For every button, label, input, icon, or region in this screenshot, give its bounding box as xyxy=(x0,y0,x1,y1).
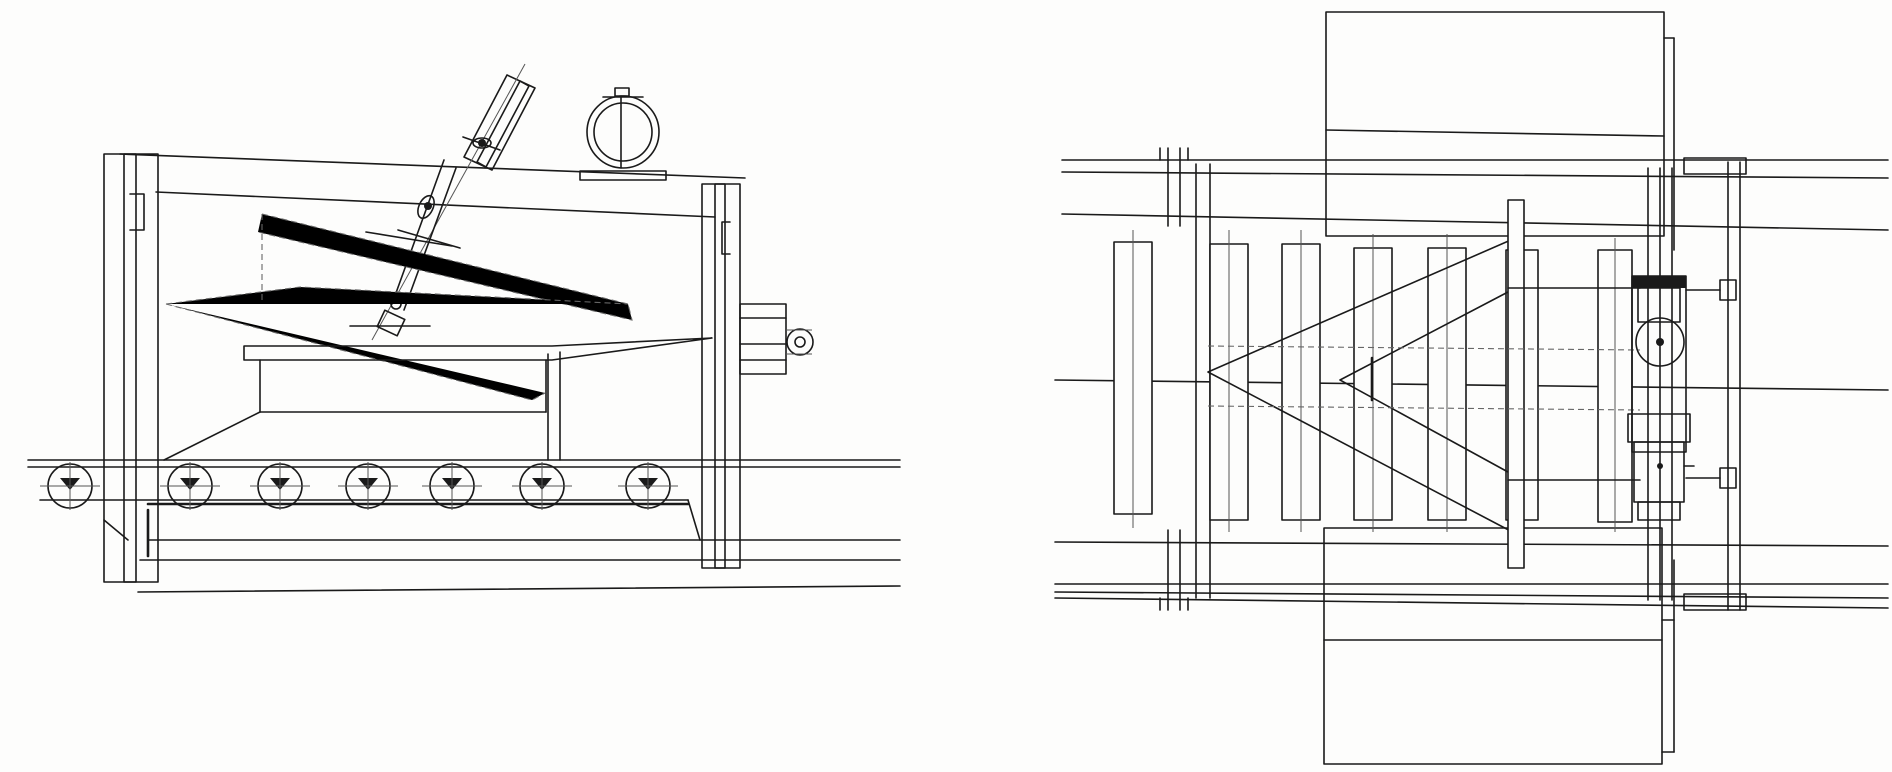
roller xyxy=(250,462,310,510)
roller xyxy=(618,462,678,510)
conveyor-rails xyxy=(27,459,901,593)
plan-roller xyxy=(1427,234,1467,532)
roller xyxy=(512,462,572,510)
top-box xyxy=(1325,11,1675,251)
roller xyxy=(422,462,482,510)
roller xyxy=(338,462,398,510)
conveyor-rollers xyxy=(40,462,678,510)
frame-top-beam xyxy=(119,153,746,218)
trough-hopper xyxy=(163,337,713,461)
plan-roller xyxy=(1281,230,1321,532)
v-diverter xyxy=(1207,199,1641,569)
top-pipe-support xyxy=(579,87,667,181)
right-bearing-bracket xyxy=(739,303,814,375)
plan-rails xyxy=(1054,159,1889,609)
right-post xyxy=(701,183,741,569)
hidden-tilted-trough xyxy=(165,213,633,401)
plan-roller xyxy=(1209,230,1249,532)
bottom-box xyxy=(1323,527,1675,765)
roller xyxy=(40,462,100,510)
plan-roller xyxy=(1113,230,1153,528)
drive-unit xyxy=(1627,157,1747,611)
plan-view xyxy=(1054,11,1889,765)
roller xyxy=(160,462,220,510)
plan-roller xyxy=(1597,238,1633,532)
side-view xyxy=(27,63,901,593)
left-post xyxy=(103,153,159,583)
